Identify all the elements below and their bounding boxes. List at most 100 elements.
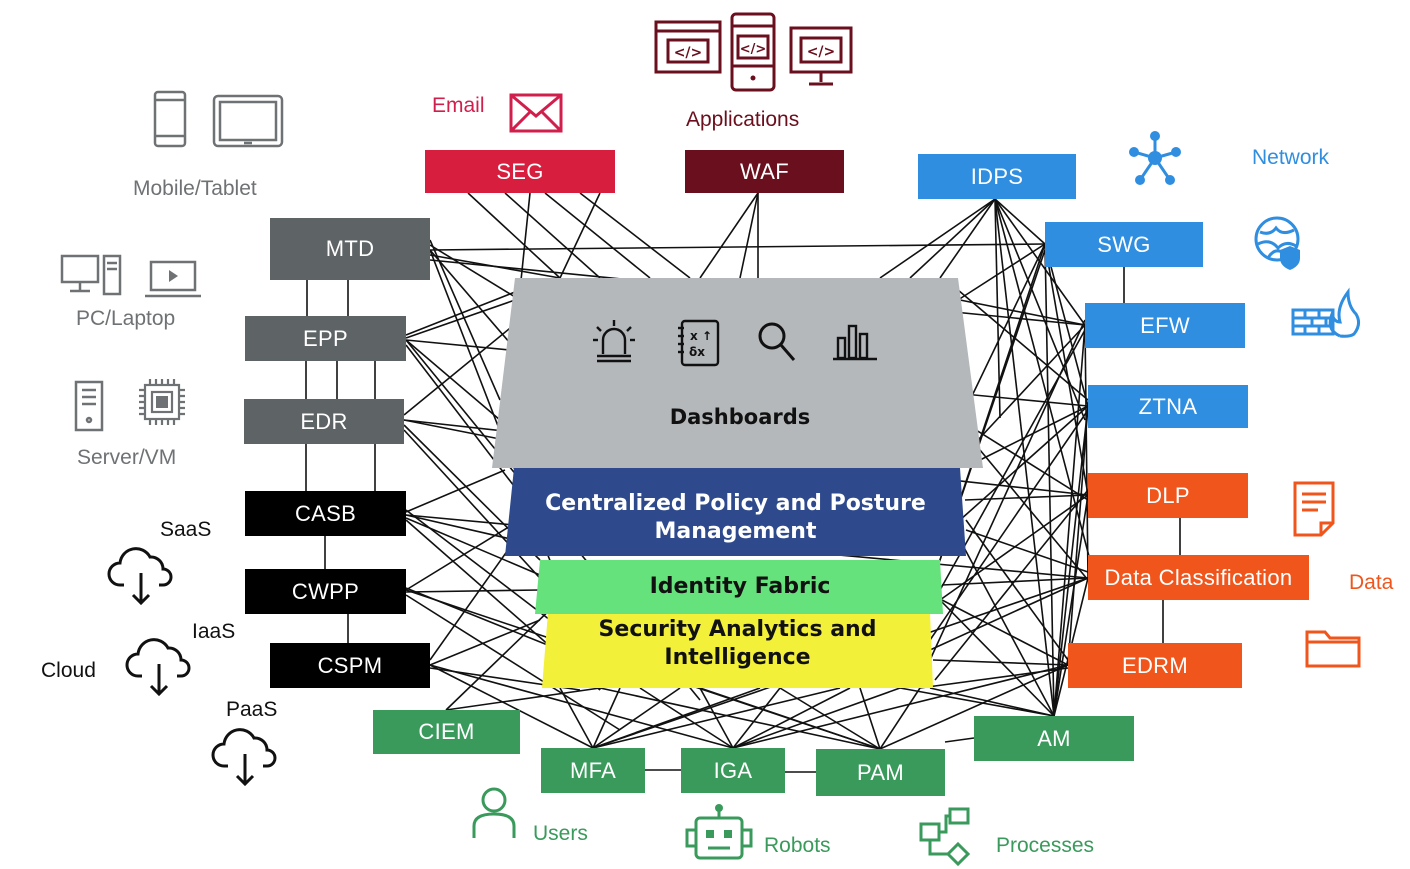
search-icon [758,322,796,361]
iaas-label: IaaS [192,620,236,643]
connection-line [429,619,541,666]
connection-line [934,489,1089,681]
connection-line [977,324,1086,441]
connection-line [994,198,1055,717]
node-mfa: MFA [541,748,645,793]
connection-line [445,687,601,711]
connection-line [959,405,1089,521]
cloud-download-icon [125,638,191,697]
globe-shield-icon [1254,216,1300,270]
paas-label: PaaS [226,698,278,721]
envelope-icon [509,93,563,133]
cloud-download-icon [211,728,277,787]
connection-line [405,299,516,339]
document-icon [1293,481,1335,537]
connection-line [429,243,1046,251]
connection-line [994,198,1091,561]
svg-text:x: x [690,329,698,343]
connection-line [429,239,501,401]
connection-line [879,198,996,279]
svg-text:</>: </> [740,42,767,57]
node-swg: SWG [1045,222,1203,267]
node-edrm: EDRM [1068,643,1242,688]
connection-line [959,539,1055,717]
node-seg: SEG [425,150,615,193]
connection-line [405,514,516,541]
connection-line [639,687,734,749]
connection-line [592,687,681,749]
node-dlp: DLP [1088,473,1248,518]
analytics-layer [542,612,933,688]
connection-line [899,687,1055,717]
policy-label-line2: Management [654,518,817,544]
node-am: AM [974,716,1134,761]
connection-line [957,289,1089,401]
connection-line [429,244,521,301]
node-edr: EDR [244,399,404,444]
processes-label: Processes [996,834,1095,857]
connection-line [405,339,501,421]
node-efw: EFW [1085,303,1245,348]
connection-line [405,519,521,591]
node-cwpp: CWPP [245,569,406,614]
connection-line [504,192,601,279]
connection-line [939,198,996,279]
connection-line [544,192,651,279]
connection-line [429,664,734,749]
identity-fabric-label: Identity Fabric [649,574,831,599]
connection-line [467,192,561,279]
node-iga: IGA [681,748,785,793]
firewall-icon [1291,287,1361,338]
tablet-icon [212,94,284,148]
node-data-classification: Data Classification [1088,555,1309,600]
node-cspm: CSPM [270,643,430,688]
connection-line [965,529,1089,573]
mobile-phone-icon [153,90,187,148]
connection-line [964,494,1089,501]
svg-text:</>: </> [674,45,703,61]
connection-line [732,687,851,749]
node-casb: CASB [245,491,406,536]
connection-line [559,192,601,279]
node-ztna: ZTNA [1088,385,1248,428]
robot-icon [685,804,753,860]
connection-line [732,687,901,749]
connection-line [994,198,1086,421]
connection-line [929,577,1089,651]
connection-line [994,198,1086,326]
identity-layer [535,560,943,614]
connection-line [979,449,1089,581]
connection-line [599,687,881,750]
connection-line [1044,243,1055,717]
connection-line [944,737,975,743]
connection-line [1053,324,1086,717]
connection-line [739,192,759,279]
user-icon [472,787,516,838]
connection-line [1084,324,1089,579]
users-label: Users [533,822,588,845]
connection-line [592,687,621,749]
connection-line [1053,494,1089,717]
connection-line [429,539,516,661]
svg-text:δx: δx [689,345,705,359]
connection-line [929,687,1055,717]
code-window-icon: </> [654,20,722,74]
connection-line [959,299,1086,326]
connection-line [969,243,1046,401]
cpu-chip-icon [139,379,185,425]
node-ciem: CIEM [373,710,520,754]
policy-label-line1: Centralized Policy and Posture [545,491,926,516]
folder-icon [1305,630,1361,668]
process-flow-icon [919,807,971,866]
connection-line [957,243,1046,301]
mobile-tablet-label: Mobile/Tablet [133,177,257,200]
connection-line [403,419,506,441]
cloud-label: Cloud [41,659,96,682]
connection-line [699,687,734,749]
bar-chart-icon [833,324,877,361]
connection-line [965,519,1069,661]
pc-laptop-label: PC/Laptop [76,307,176,330]
formula-icon: x ↑ δx [678,319,720,367]
